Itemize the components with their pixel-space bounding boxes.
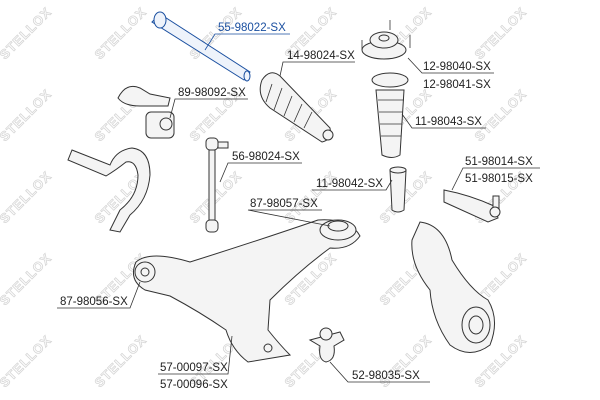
label-11-98043[interactable]: 11-98043-SX (415, 116, 482, 128)
label-12-98040[interactable]: 12-98040-SX (423, 61, 491, 73)
label-89-98092[interactable]: 89-98092-SX (178, 87, 246, 99)
label-57-00097[interactable]: 57-00097-SX (160, 362, 228, 374)
tie-rod-end-part (443, 189, 501, 223)
label-87-98057[interactable]: 87-98057-SX (250, 198, 318, 210)
label-87-98056[interactable]: 87-98056-SX (60, 296, 128, 308)
label-55-98022[interactable]: 55-98022-SX (218, 22, 286, 34)
stabilizer-bushing-part (117, 85, 175, 139)
label-51-98015[interactable]: 51-98015-SX (465, 173, 533, 185)
watermark-text: STELLOX (0, 168, 54, 226)
watermark-text: STELLOX (92, 4, 150, 62)
label-51-98014[interactable]: 51-98014-SX (465, 156, 533, 168)
inner-tie-rod-part (151, 11, 251, 82)
stabilizer-link-part (205, 137, 229, 233)
watermark-text: STELLOX (472, 4, 530, 62)
leader-lines (57, 33, 540, 383)
ball-joint-part (308, 327, 345, 363)
label-11-98042[interactable]: 11-98042-SX (316, 178, 383, 190)
label-14-98024[interactable]: 14-98024-SX (287, 50, 355, 62)
label-56-98024[interactable]: 56-98024-SX (232, 151, 300, 163)
watermark-text: STELLOX (0, 250, 54, 308)
watermark-text: STELLOX (0, 4, 54, 62)
steering-boot-part (259, 72, 334, 143)
stabilizer-bar-part (67, 147, 151, 233)
label-52-98035[interactable]: 52-98035-SX (352, 370, 420, 382)
label-57-00096[interactable]: 57-00096-SX (160, 379, 228, 391)
watermark-text: STELLOX (0, 332, 54, 390)
watermark-text: STELLOX (0, 86, 54, 144)
strut-mount-part (361, 20, 411, 60)
label-12-98041[interactable]: 12-98041-SX (423, 79, 491, 91)
knuckle-part (411, 221, 495, 353)
dust-boot-part (371, 72, 409, 158)
bump-stop-part (389, 166, 407, 213)
control-arm-part (133, 219, 361, 363)
watermark-text: STELLOX (92, 332, 150, 390)
